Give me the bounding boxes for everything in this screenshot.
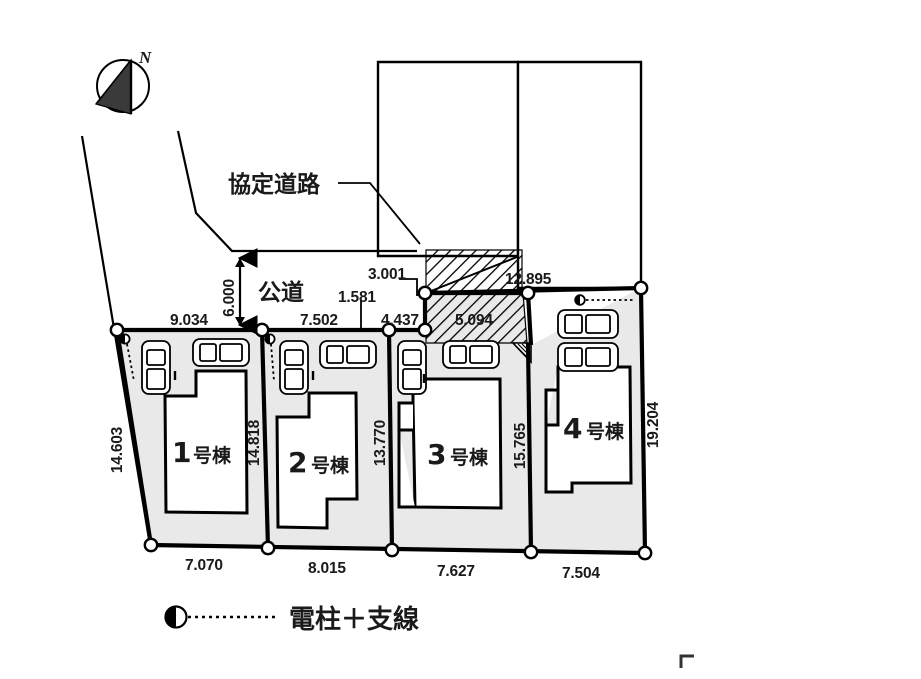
- node-hatch-nw: [417, 285, 433, 301]
- lot3-hatch-edge: [425, 290, 534, 346]
- building-3-label: 3 号棟: [427, 438, 489, 471]
- building-4-suffix: 号棟: [586, 420, 625, 443]
- dim-13770: 13.770: [372, 420, 389, 466]
- building-3-suffix: 号棟: [450, 446, 489, 469]
- node-top-2-3: [381, 322, 397, 338]
- building-4-label: 4 号棟: [563, 412, 625, 445]
- corner-registration-mark: [679, 654, 694, 668]
- parking-car-lot1-horizontal: [192, 338, 250, 367]
- node-ne: [633, 280, 649, 296]
- dim-15765: 15.765: [512, 422, 529, 469]
- parking-car-lot3-horizontal: [442, 340, 500, 369]
- building-1-suffix: 号棟: [193, 444, 232, 467]
- dim-14603: 14.603: [109, 426, 126, 473]
- legend-label: 電柱＋支線: [289, 604, 419, 635]
- building-2-footprint: [275, 391, 359, 530]
- dim-5094: 5.094: [455, 312, 493, 329]
- dim-1581: 1.581: [338, 289, 376, 306]
- utility-pole-lot4: [574, 294, 634, 306]
- node-bottom-3-4: [523, 544, 539, 560]
- parking-car-lot2-vertical: [279, 340, 309, 395]
- division-1-2: [259, 329, 271, 549]
- dim-4437: 4.437: [381, 312, 419, 329]
- boundary-nodes: [109, 280, 653, 561]
- building-4-footprint: [544, 365, 633, 494]
- building-2-suffix: 号棟: [311, 454, 350, 477]
- node-se: [637, 545, 653, 561]
- dimension-leaders-top: [360, 278, 418, 330]
- dim-6000: 6.000: [221, 279, 238, 317]
- parking-car-lot2-horizontal: [319, 340, 377, 369]
- building-2-number: 2: [288, 446, 307, 479]
- node-nw: [109, 322, 125, 338]
- dim-7504: 7.504: [562, 565, 600, 582]
- dimension-road-width-6000: 6.000: [221, 248, 258, 335]
- building-1-number: 1: [172, 436, 191, 469]
- building-1-footprint: [163, 369, 249, 515]
- kodou-label: 公道: [258, 279, 304, 306]
- node-bottom-2-3: [384, 542, 400, 558]
- dim-9034: 9.034: [170, 312, 208, 329]
- node-bottom-1-2: [260, 540, 276, 556]
- dim-3001: 3.001: [368, 266, 406, 283]
- north-label: N: [138, 48, 152, 67]
- dimension-labels: 9.034 7.502 4.437 5.094 12.895 3.001 1.5…: [109, 266, 662, 582]
- kyotei-douro-label: 協定道路: [228, 171, 321, 198]
- parking-car-lot4-lower: [557, 342, 619, 372]
- dim-14818: 14.818: [246, 419, 263, 466]
- building-3-number: 3: [427, 438, 446, 471]
- dim-12895: 12.895: [505, 271, 552, 288]
- division-3-4: [525, 342, 534, 553]
- dim-19204: 19.204: [645, 401, 662, 448]
- building-1-label: 1 号棟: [172, 436, 232, 469]
- utility-pole-lot1: [119, 333, 135, 382]
- legend: 電柱＋支線: [164, 604, 419, 635]
- parking-car-lot1-vertical: [141, 340, 171, 395]
- utility-pole-legend-icon: [164, 605, 276, 629]
- division-2-3: [386, 329, 395, 551]
- dim-7502: 7.502: [300, 312, 338, 329]
- utility-pole-lot2: [264, 333, 276, 382]
- north-compass-icon: N: [94, 48, 152, 115]
- building-3-footprint: [397, 377, 503, 510]
- node-hatch-ne: [520, 285, 536, 301]
- parking-car-lot3-vertical: [397, 340, 427, 395]
- misc-site-ticks: [173, 371, 426, 383]
- dim-7627: 7.627: [437, 563, 475, 580]
- building-2-label: 2 号棟: [288, 446, 350, 479]
- dim-8015: 8.015: [308, 560, 346, 577]
- kyotei-douro-leader-line: [338, 182, 421, 245]
- parking-car-lot4-upper: [557, 309, 619, 339]
- node-sw: [143, 537, 159, 553]
- building-4-number: 4: [563, 412, 582, 445]
- node-top-1-2: [254, 322, 270, 338]
- dim-7070: 7.070: [185, 557, 223, 574]
- node-top-3-hatch: [417, 322, 433, 338]
